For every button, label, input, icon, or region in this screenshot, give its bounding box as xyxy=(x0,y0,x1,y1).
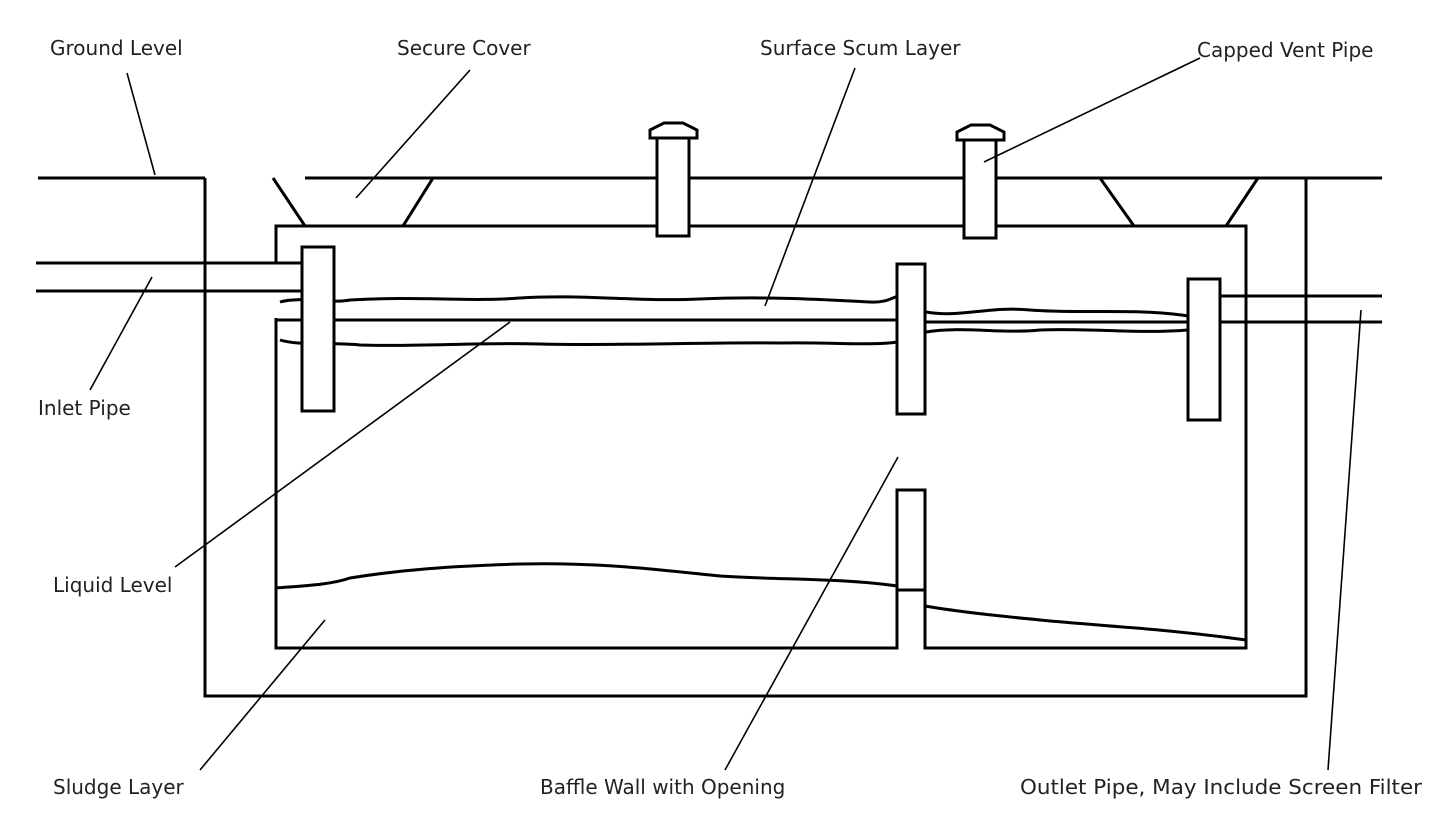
inner-tank-wall xyxy=(274,224,1248,650)
leader-liquid-level xyxy=(174,321,511,568)
labels: Ground Level Secure Cover Surface Scum L… xyxy=(38,36,1423,799)
leader-capped-vent xyxy=(983,57,1201,163)
capped-vent-pipe-left xyxy=(648,121,699,238)
label-baffle-wall: Baffle Wall with Opening xyxy=(540,775,785,799)
inlet-pipe xyxy=(36,245,336,413)
secure-cover-right xyxy=(1098,177,1260,227)
leader-inlet-pipe xyxy=(89,276,153,391)
sludge-layer xyxy=(275,562,1247,642)
liquid-level-line xyxy=(276,318,1188,324)
secure-cover-left xyxy=(271,177,435,227)
leader-ground-level xyxy=(126,72,156,176)
capped-vent-pipe-right xyxy=(955,123,1006,240)
label-inlet-pipe: Inlet Pipe xyxy=(38,396,131,420)
label-secure-cover: Secure Cover xyxy=(397,36,531,60)
leader-surface-scum xyxy=(764,67,856,307)
leader-baffle-wall xyxy=(724,456,899,771)
leader-lines xyxy=(89,57,1362,771)
leader-sludge-layer xyxy=(199,619,326,771)
leader-outlet-pipe xyxy=(1327,309,1362,771)
surface-scum-layer xyxy=(279,294,1189,347)
baffle-wall xyxy=(895,262,927,648)
label-ground-level: Ground Level xyxy=(50,36,183,60)
label-liquid-level: Liquid Level xyxy=(53,573,172,597)
label-outlet-pipe: Outlet Pipe, May Include Screen Filter xyxy=(1020,775,1423,799)
leader-secure-cover xyxy=(355,69,471,199)
outer-tank-wall xyxy=(203,178,1308,698)
label-sludge-layer: Sludge Layer xyxy=(53,775,185,799)
label-capped-vent-pipe: Capped Vent Pipe xyxy=(1197,38,1373,62)
label-surface-scum-layer: Surface Scum Layer xyxy=(760,36,961,60)
outlet-pipe xyxy=(1186,277,1382,422)
